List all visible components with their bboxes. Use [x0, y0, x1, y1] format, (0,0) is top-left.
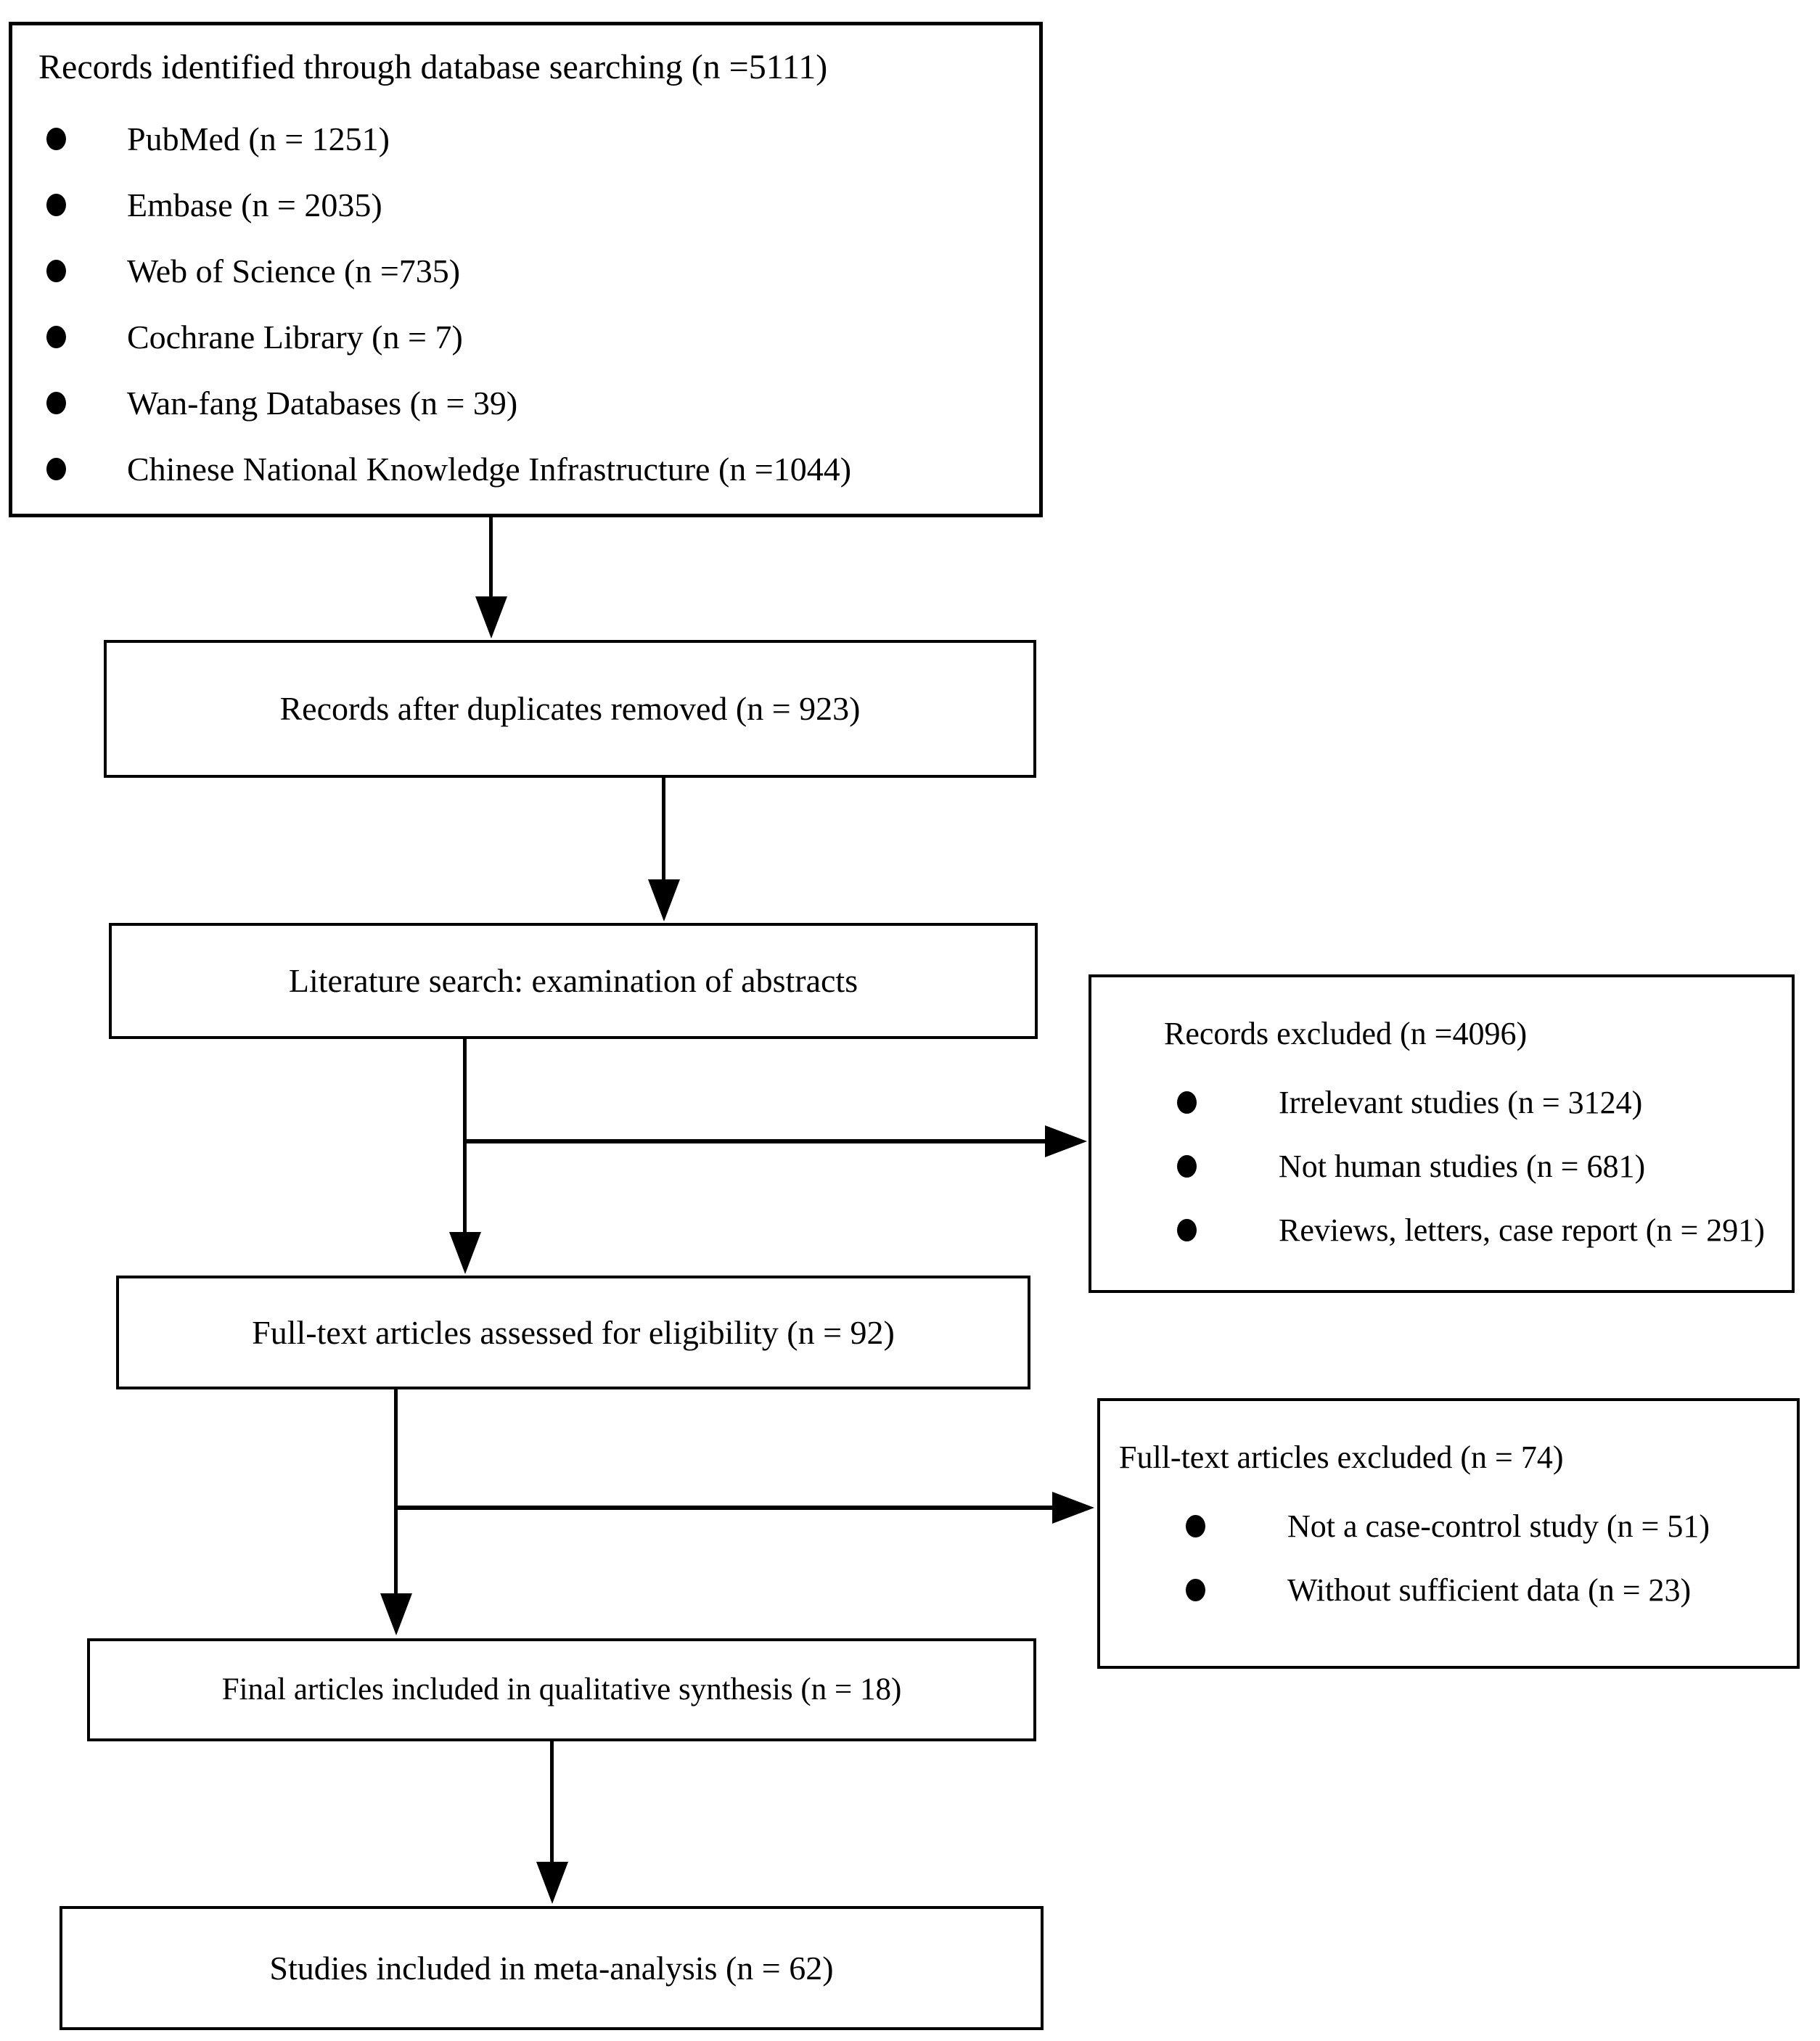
source-label: PubMed (n = 1251)	[127, 120, 390, 157]
exclusion-reason-label: Without sufficient data (n = 23)	[1287, 1572, 1692, 1608]
source-label: Embase (n = 2035)	[127, 186, 382, 223]
arrowhead-down-icon	[449, 1232, 481, 1274]
arrow-duplicates-to-literature-line	[662, 778, 665, 881]
list-item: Cochrane Library (n = 7)	[12, 319, 1039, 356]
list-item: Wan-fang Databases (n = 39)	[12, 385, 1039, 422]
qualitative-synthesis-label: Final articles included in qualitative s…	[221, 1672, 902, 1707]
branch-line-records-excluded	[463, 1139, 1045, 1143]
identification-box: Records identified through database sear…	[9, 22, 1043, 517]
source-label: Chinese National Knowledge Infrastructur…	[127, 451, 852, 488]
list-item: Irrelevant studies (n = 3124)	[1091, 1085, 1792, 1121]
exclusion-reason-label: Reviews, letters, case report (n = 291)	[1279, 1212, 1765, 1248]
exclusion-reason-label: Not a case-control study (n = 51)	[1287, 1508, 1710, 1544]
duplicates-removed-box: Records after duplicates removed (n = 92…	[104, 640, 1036, 778]
list-item: Reviews, letters, case report (n = 291)	[1091, 1212, 1792, 1249]
list-item: Embase (n = 2035)	[12, 187, 1039, 223]
meta-analysis-box: Studies included in meta-analysis (n = 6…	[60, 1906, 1044, 2030]
bullet-icon	[46, 392, 66, 414]
arrowhead-down-icon	[475, 596, 507, 638]
list-item: Web of Science (n =735)	[12, 253, 1039, 289]
arrow-qualitative-to-meta-line	[550, 1741, 554, 1863]
exclusion-reason-label: Irrelevant studies (n = 3124)	[1279, 1085, 1643, 1120]
arrowhead-right-icon	[1045, 1125, 1087, 1157]
bullet-icon	[1177, 1219, 1197, 1241]
list-item: Chinese National Knowledge Infrastructur…	[12, 451, 1039, 488]
records-excluded-box: Records excluded (n =4096) Irrelevant st…	[1089, 974, 1795, 1293]
records-excluded-title: Records excluded (n =4096)	[1164, 1016, 1528, 1051]
bullet-icon	[1177, 1155, 1197, 1178]
bullet-icon	[1186, 1579, 1205, 1601]
literature-search-box: Literature search: examination of abstra…	[109, 923, 1038, 1039]
arrowhead-down-icon	[536, 1862, 568, 1904]
arrow-identification-to-duplicates-line	[489, 517, 493, 599]
exclusion-reason-label: Not human studies (n = 681)	[1279, 1149, 1646, 1184]
fulltext-excluded-box: Full-text articles excluded (n = 74) Not…	[1097, 1398, 1800, 1669]
connector-fulltext-to-qualitative-line	[394, 1389, 398, 1594]
arrowhead-down-icon	[648, 879, 680, 921]
qualitative-synthesis-box: Final articles included in qualitative s…	[87, 1638, 1036, 1741]
identification-source-list: PubMed (n = 1251) Embase (n = 2035) Web …	[12, 121, 1039, 488]
fulltext-excluded-title: Full-text articles excluded (n = 74)	[1119, 1440, 1564, 1475]
source-label: Web of Science (n =735)	[127, 252, 461, 289]
list-item: Without sufficient data (n = 23)	[1100, 1572, 1797, 1609]
bullet-icon	[46, 260, 66, 282]
identification-box-title: Records identified through database sear…	[38, 48, 828, 86]
fulltext-excluded-list: Not a case-control study (n = 51) Withou…	[1100, 1508, 1797, 1609]
fulltext-assessed-box: Full-text articles assessed for eligibil…	[116, 1276, 1030, 1389]
arrowhead-right-icon	[1052, 1492, 1094, 1524]
connector-literature-to-fulltext-line	[463, 1039, 467, 1233]
list-item: PubMed (n = 1251)	[12, 121, 1039, 157]
literature-search-label: Literature search: examination of abstra…	[288, 962, 858, 1000]
bullet-icon	[46, 128, 66, 150]
bullet-icon	[46, 194, 66, 216]
bullet-icon	[1177, 1091, 1197, 1114]
source-label: Wan-fang Databases (n = 39)	[127, 385, 518, 422]
meta-analysis-label: Studies included in meta-analysis (n = 6…	[269, 1949, 834, 1987]
bullet-icon	[46, 326, 66, 348]
list-item: Not a case-control study (n = 51)	[1100, 1508, 1797, 1545]
bullet-icon	[46, 458, 66, 480]
branch-line-fulltext-excluded	[394, 1506, 1052, 1510]
fulltext-assessed-label: Full-text articles assessed for eligibil…	[252, 1313, 895, 1351]
source-label: Cochrane Library (n = 7)	[127, 319, 463, 356]
duplicates-removed-label: Records after duplicates removed (n = 92…	[279, 690, 861, 728]
arrowhead-down-icon	[380, 1593, 412, 1635]
bullet-icon	[1186, 1515, 1205, 1537]
records-excluded-list: Irrelevant studies (n = 3124) Not human …	[1091, 1085, 1792, 1249]
list-item: Not human studies (n = 681)	[1091, 1149, 1792, 1185]
